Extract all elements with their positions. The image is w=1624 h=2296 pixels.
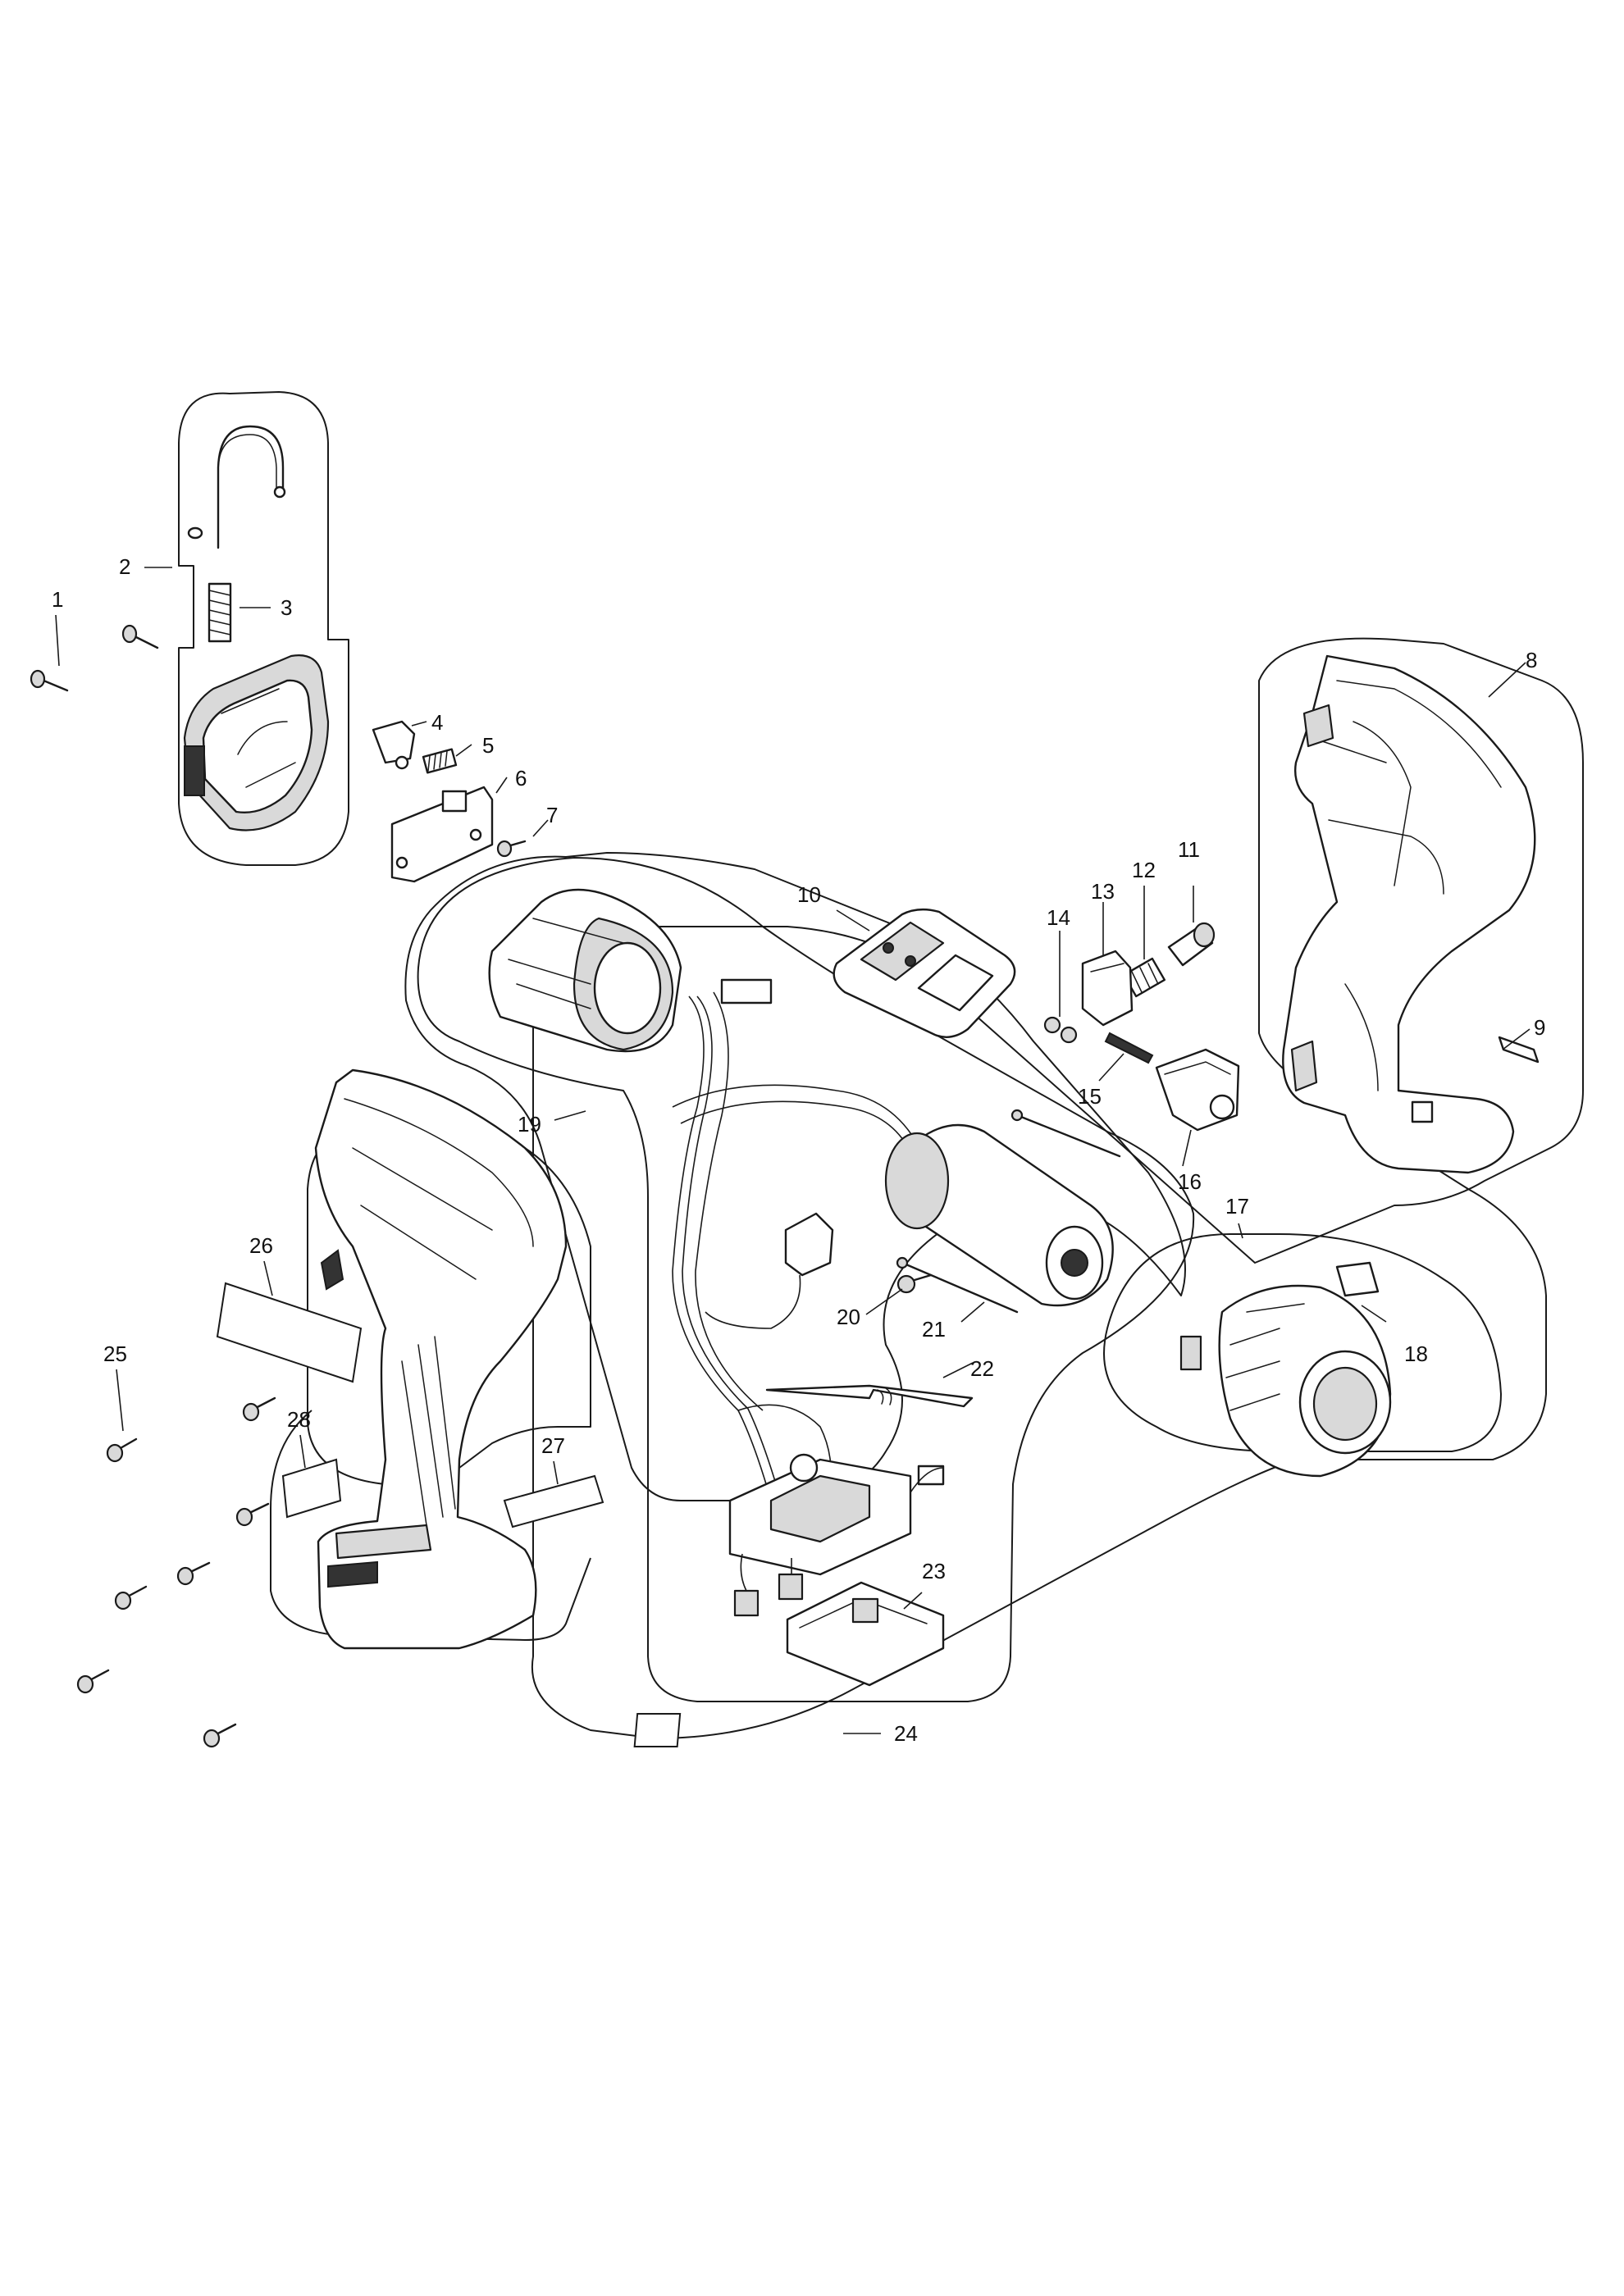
label-sheet-part-26 bbox=[216, 1282, 363, 1383]
rotor-part-19c bbox=[884, 1123, 1114, 1307]
spring-part-3 bbox=[208, 582, 232, 643]
label-sheet-part-28 bbox=[281, 1458, 342, 1519]
sensor-part-19b bbox=[705, 1212, 834, 1329]
spring-part-12 bbox=[1122, 957, 1166, 998]
block-part-13 bbox=[1081, 950, 1134, 1027]
screws-part-14 bbox=[1043, 1016, 1078, 1044]
wire-part-22 bbox=[765, 1384, 974, 1408]
label-8: 8 bbox=[1526, 648, 1537, 672]
spring-part-5 bbox=[422, 748, 458, 774]
label-27: 27 bbox=[541, 1433, 565, 1458]
bracket-part-23 bbox=[786, 1581, 945, 1687]
screw-repeat-c bbox=[176, 1561, 211, 1586]
label-7: 7 bbox=[546, 803, 558, 827]
switch-plate-part-6 bbox=[390, 786, 494, 883]
leader-lines bbox=[55, 567, 1530, 1734]
sheet-part-24 bbox=[633, 1713, 682, 1747]
spring-part-15 bbox=[1104, 1032, 1154, 1064]
screw-repeat-b bbox=[235, 1502, 270, 1527]
label-28: 28 bbox=[287, 1407, 311, 1432]
label-6: 6 bbox=[515, 766, 527, 790]
housing-half-part-8 bbox=[1282, 654, 1536, 1174]
switch-block-part-16 bbox=[1155, 1048, 1240, 1132]
label-part-18 bbox=[1335, 1261, 1380, 1297]
group-outline-big bbox=[404, 852, 1186, 1501]
label-5: 5 bbox=[482, 733, 494, 758]
label-4: 4 bbox=[431, 710, 443, 735]
hook-base bbox=[183, 654, 330, 831]
label-25: 25 bbox=[103, 1342, 127, 1366]
screw-repeat-d bbox=[114, 1585, 148, 1610]
screw-repeat-a bbox=[242, 1396, 276, 1422]
label-14: 14 bbox=[1047, 905, 1070, 930]
label-17: 17 bbox=[1225, 1194, 1249, 1219]
label-12: 12 bbox=[1132, 858, 1156, 882]
screw-part-1 bbox=[30, 669, 69, 692]
stator-motor-part-19 bbox=[488, 888, 682, 1053]
label-26: 26 bbox=[249, 1233, 273, 1258]
label-3: 3 bbox=[281, 595, 292, 620]
screw-part-2 bbox=[121, 624, 159, 649]
screw-part-25 bbox=[106, 1437, 138, 1463]
label-20: 20 bbox=[837, 1305, 860, 1329]
label-18: 18 bbox=[1404, 1342, 1428, 1366]
label-16: 16 bbox=[1178, 1169, 1202, 1194]
label-11: 11 bbox=[1178, 837, 1200, 862]
label-24: 24 bbox=[894, 1721, 918, 1746]
label-1: 1 bbox=[52, 587, 63, 612]
screw-part-7 bbox=[496, 840, 527, 858]
label-9: 9 bbox=[1534, 1015, 1545, 1040]
label-23: 23 bbox=[922, 1559, 946, 1583]
knob-part-11 bbox=[1167, 922, 1216, 967]
screw-repeat-e bbox=[76, 1669, 110, 1694]
label-2: 2 bbox=[119, 554, 130, 579]
label-part-9 bbox=[1498, 1036, 1540, 1064]
lock-plate-part-4 bbox=[372, 720, 416, 770]
label-19: 19 bbox=[518, 1112, 541, 1137]
wire-harness bbox=[672, 978, 928, 1501]
label-21: 21 bbox=[922, 1317, 946, 1342]
label-10: 10 bbox=[797, 882, 821, 907]
screw-repeat-f bbox=[203, 1723, 237, 1748]
hook-bail bbox=[187, 425, 286, 549]
housing-half-left bbox=[314, 1068, 568, 1650]
switch-panel-part-10 bbox=[833, 908, 1016, 1038]
label-15: 15 bbox=[1078, 1084, 1102, 1109]
label-13: 13 bbox=[1091, 879, 1115, 904]
shaft-part-21 bbox=[896, 1256, 1019, 1314]
label-sheet-part-27 bbox=[503, 1474, 604, 1528]
pin-part-a bbox=[1010, 1109, 1121, 1158]
label-22: 22 bbox=[970, 1356, 994, 1381]
screw-part-20 bbox=[896, 1273, 933, 1294]
gear-housing-part-17 bbox=[1179, 1284, 1392, 1478]
controller-board bbox=[728, 1453, 945, 1617]
group-outline-2 bbox=[178, 391, 349, 866]
